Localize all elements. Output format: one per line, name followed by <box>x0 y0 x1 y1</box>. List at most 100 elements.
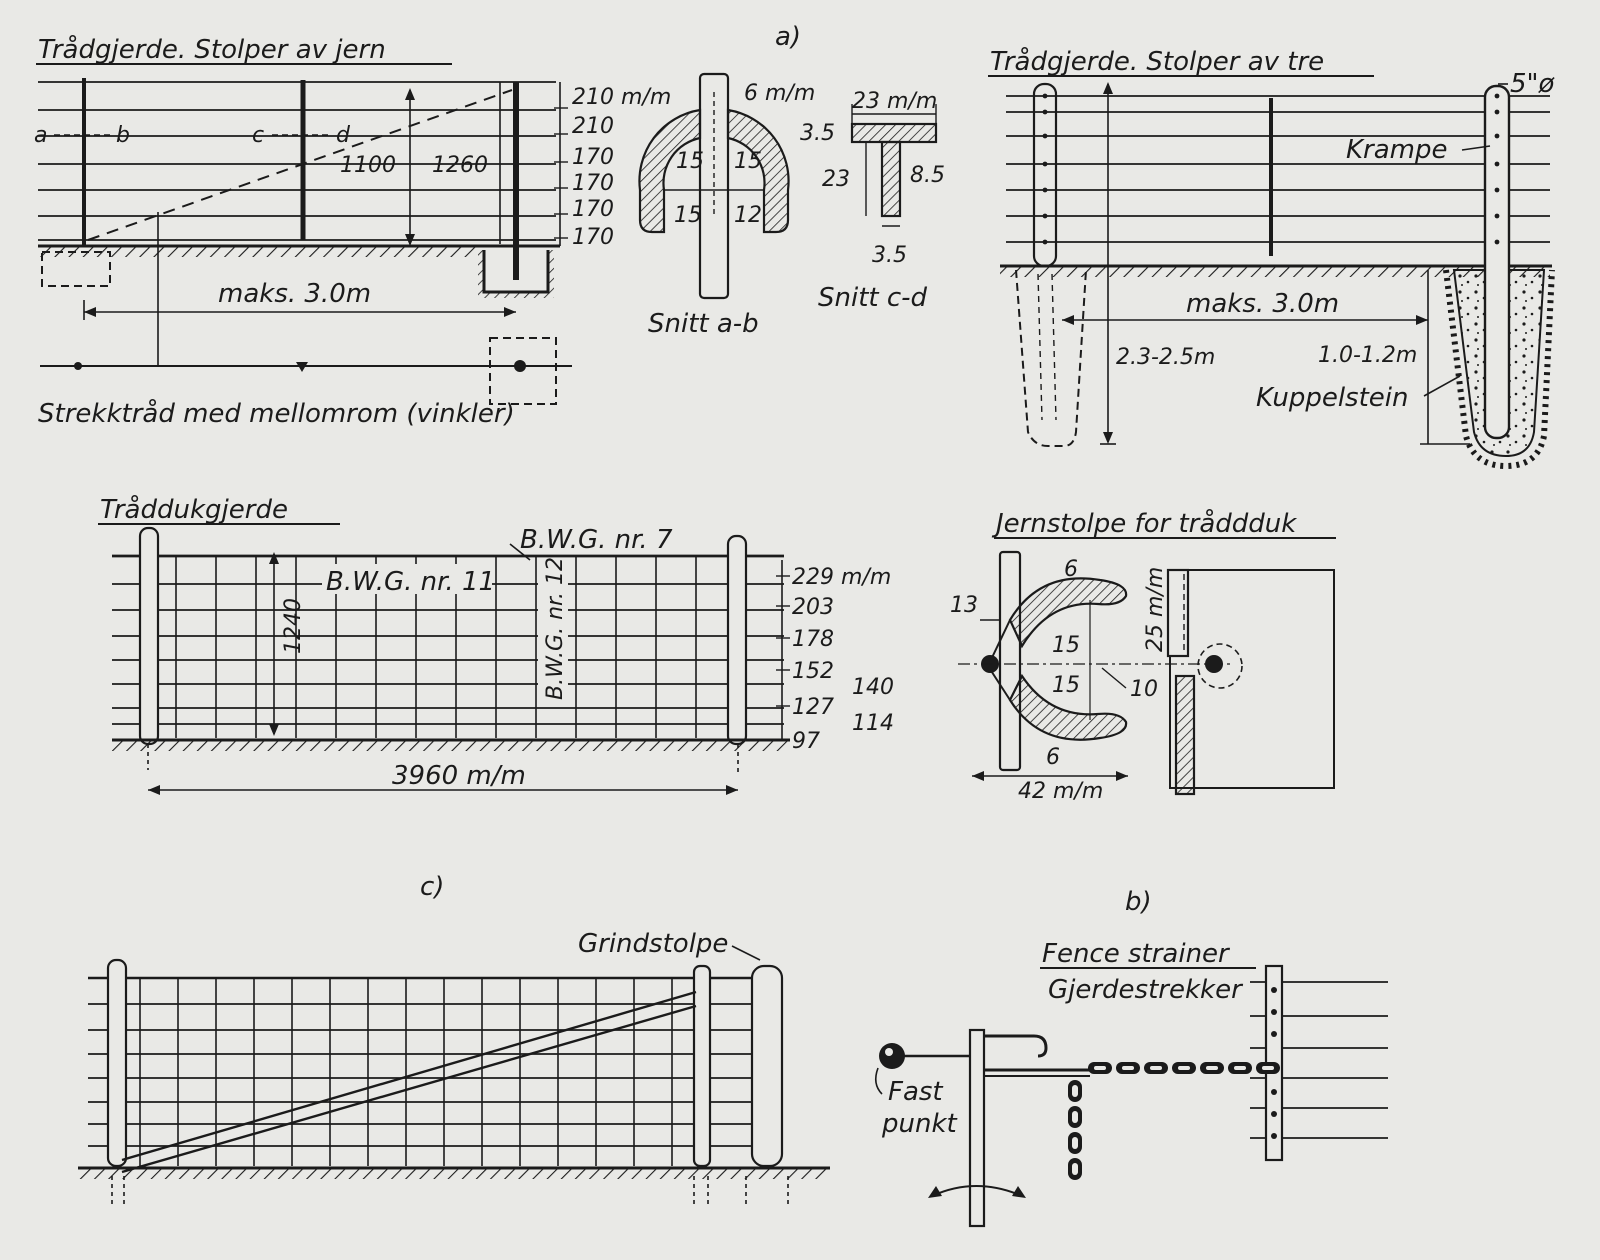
ab-thickness: 6 m/m <box>744 81 815 106</box>
wood-staple-left <box>1042 109 1048 115</box>
wood-wires <box>1006 95 1550 243</box>
label-a: a) <box>775 22 801 52</box>
wood-staple-right <box>1494 239 1500 245</box>
wood-ground-hatch <box>1000 267 1550 277</box>
gate-ground-hatch <box>78 1169 828 1179</box>
bracket-title: Jernstolpe for tråddduk <box>991 508 1297 539</box>
bracket-top: 6 <box>1064 557 1078 582</box>
mesh-post-left <box>138 526 160 746</box>
strainer-post-hole <box>1271 1111 1277 1117</box>
iron-height-1260: 1260 <box>432 153 488 178</box>
ab-left-bottom: 15 <box>674 203 702 228</box>
strainer-chain-hanging <box>1068 1080 1082 1180</box>
chain-link-hole <box>1094 1066 1106 1070</box>
strainer-post-hole <box>1271 1089 1277 1095</box>
ab-right-top: 15 <box>734 149 762 174</box>
cd-flange-thickness: 3.5 <box>800 121 835 146</box>
cd-web-width: 3.5 <box>872 243 907 268</box>
bracket-width: 42 m/m <box>1018 779 1103 804</box>
chain-link-hole <box>1262 1066 1274 1070</box>
mesh-bwg11: B.W.G. nr. 11 <box>326 567 495 597</box>
wood-span: maks. 3.0m <box>1186 289 1339 319</box>
panel-mesh-fence: Tråddukgjerde 1240 B.W.G. nr. 7 B.W.G. n… <box>98 494 894 795</box>
bracket-arm-top <box>1008 577 1128 649</box>
ab-arm-right <box>726 108 790 234</box>
iron-brace-dashed <box>87 89 513 241</box>
mesh-title: Tråddukgjerde <box>100 494 288 525</box>
gate-brace-line-1 <box>121 990 697 1162</box>
bracket-wire-right <box>1205 655 1223 673</box>
wood-staple-right <box>1494 187 1500 193</box>
wood-staple-right <box>1494 93 1500 99</box>
mesh-extra-114: 114 <box>852 711 894 736</box>
cd-web-height: 8.5 <box>910 163 945 188</box>
wood-post-right <box>1483 84 1511 440</box>
gate-hinge-post <box>692 964 712 1168</box>
strainer-swing-arrow <box>931 1185 1023 1197</box>
ab-right-bottom: 12 <box>734 203 762 228</box>
panel-mesh-bracket: Jernstolpe for tråddduk 6 6 13 15 15 10 … <box>950 508 1336 804</box>
ab-left-top: 15 <box>676 149 704 174</box>
bracket-side-post-top <box>1166 568 1190 658</box>
mesh-span: 3960 m/m <box>392 761 526 791</box>
ab-caption: Snitt a-b <box>648 309 759 339</box>
wood-staple-right <box>1494 133 1500 139</box>
iron-caption: Strekktråd med mellomrom (vinkler) <box>38 398 515 429</box>
iron-plan-dashed-box <box>489 337 557 405</box>
cd-height: 23 <box>822 167 850 192</box>
chain-link-hole <box>1072 1085 1078 1097</box>
iron-ground-hatch <box>38 247 478 257</box>
strainer-post-hole <box>1271 1031 1277 1037</box>
ab-post <box>698 72 730 300</box>
chain-link-hole <box>1234 1066 1246 1070</box>
wood-staple-right <box>1494 213 1500 219</box>
chain-link-hole <box>1206 1066 1218 1070</box>
mesh-grid <box>112 554 784 738</box>
bracket-mid-bottom: 15 <box>1052 673 1080 698</box>
label-b: b) <box>1125 887 1152 917</box>
mesh-ground-hatch <box>112 741 788 751</box>
mesh-post-right <box>726 534 748 746</box>
bracket-post <box>998 550 1022 772</box>
strainer-fixed-label-2: punkt <box>881 1109 958 1139</box>
bracket-bottom: 6 <box>1046 745 1060 770</box>
wood-staple-left <box>1042 93 1048 99</box>
wood-staple-left <box>1042 161 1048 167</box>
gate-post-left <box>106 958 128 1168</box>
strainer-lever <box>968 1028 986 1228</box>
iron-spacing-label: 170 <box>572 171 614 196</box>
bracket-mid-top: 15 <box>1052 633 1080 658</box>
gate-brace-line-2 <box>121 1004 697 1174</box>
strainer-post-hole <box>1271 1133 1277 1139</box>
bracket-side-panel <box>1169 569 1335 789</box>
cd-width: 23 m/m <box>852 89 937 114</box>
mesh-spacing-label: 127 <box>792 695 834 720</box>
mesh-spacing-label: 203 <box>792 595 834 620</box>
mesh-spacing-label: 97 <box>792 729 820 754</box>
mesh-spacing-label: 229 m/m <box>792 565 891 590</box>
wood-depth-right: 1.0-1.2m <box>1318 343 1417 368</box>
wood-post-left <box>1032 82 1058 268</box>
iron-footing-dashed <box>41 251 111 287</box>
mesh-height: 1240 <box>281 598 306 654</box>
wood-staple-left <box>1042 213 1048 219</box>
strainer-post-hole <box>1271 1009 1277 1015</box>
strainer-post-hole <box>1271 987 1277 993</box>
iron-spacing-label: 210 <box>572 114 614 139</box>
wood-staple-right <box>1494 161 1500 167</box>
chain-link-hole <box>1122 1066 1134 1070</box>
strainer-title-en: Fence strainer <box>1042 939 1231 969</box>
iron-spacing-label: 170 <box>572 197 614 222</box>
iron-spacing-label: 170 <box>572 145 614 170</box>
strainer-fixed-label-1: Fast <box>888 1077 943 1107</box>
iron-spacing-label: 170 <box>572 225 614 250</box>
mesh-spacing-label: 178 <box>792 627 834 652</box>
strainer-hook <box>984 1034 1048 1058</box>
cd-web <box>880 140 902 218</box>
wood-staple-left <box>1042 239 1048 245</box>
wood-depth-left: 2.3-2.5m <box>1116 345 1215 370</box>
mesh-spacing-label: 152 <box>792 659 834 684</box>
bracket-height: 25 m/m <box>1143 567 1168 652</box>
ab-arm-left <box>638 108 702 234</box>
